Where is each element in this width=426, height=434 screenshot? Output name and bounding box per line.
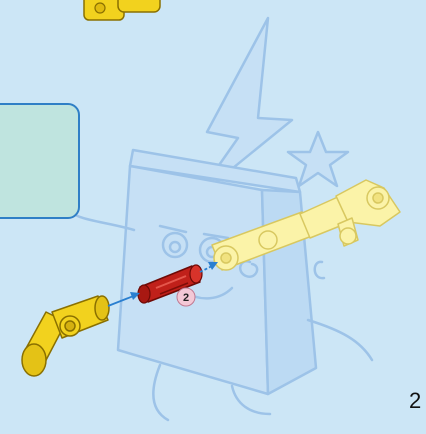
- quantity-badge-label: 2: [183, 292, 189, 304]
- quantity-badge: 2: [177, 288, 195, 306]
- connector-part-bottom: [22, 296, 109, 376]
- page-number: 2: [409, 388, 421, 414]
- connector-part-top: [84, 0, 160, 20]
- callout-box: [0, 103, 80, 219]
